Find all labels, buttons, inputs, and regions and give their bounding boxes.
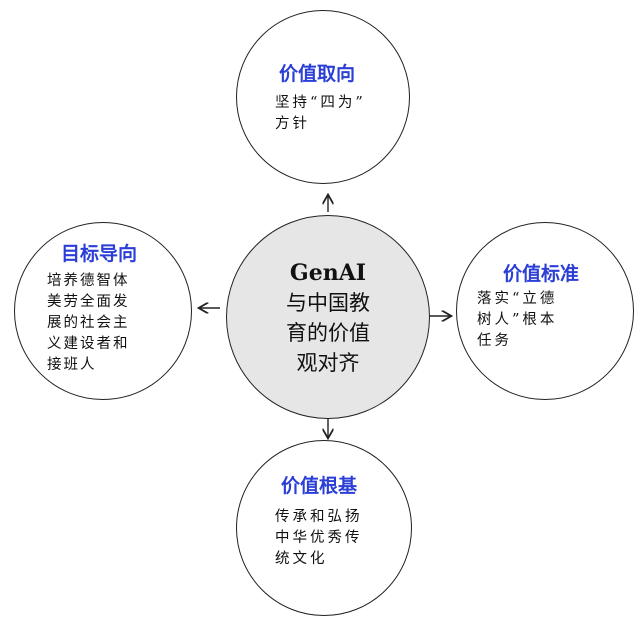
left-node-line: 义建设者和 (47, 336, 130, 352)
left-node: 目标导向 培养德智体 美劳全面发 展的社会主 义建设者和 接班人 (14, 222, 192, 400)
right-node: 价值标准 落实“立德 树人”根本 任务 (456, 222, 634, 400)
bottom-node-line: 传承和弘扬 (275, 509, 363, 525)
top-node-line: 方针 (275, 116, 310, 132)
left-node-line: 展的社会主 (47, 315, 130, 331)
left-node-title: 目标导向 (61, 243, 138, 265)
center-node-text: GenAI 与中国教 育的价值 观对齐 (227, 258, 429, 378)
right-node-line: 落实“立德 (477, 291, 558, 307)
bottom-node-title: 价值根基 (281, 475, 358, 497)
center-node: GenAI 与中国教 育的价值 观对齐 (226, 215, 430, 419)
bottom-node: 价值根基 传承和弘扬 中华优秀传 统文化 (236, 440, 412, 616)
bottom-node-text: 传承和弘扬 中华优秀传 统文化 (275, 507, 363, 570)
right-node-line: 任务 (477, 333, 512, 349)
top-node-text: 坚持“四为” 方针 (275, 93, 366, 135)
top-node-line: 坚持“四为” (275, 95, 366, 111)
left-node-line: 培养德智体 (47, 273, 130, 289)
center-node-title: GenAI (289, 260, 367, 286)
left-node-line: 接班人 (47, 357, 97, 373)
top-node: 价值取向 坚持“四为” 方针 (236, 10, 410, 184)
center-node-line: 观对齐 (296, 351, 360, 375)
top-node-title: 价值取向 (279, 63, 356, 85)
left-node-text: 培养德智体 美劳全面发 展的社会主 义建设者和 接班人 (47, 271, 130, 376)
center-node-line: 育的价值 (286, 321, 370, 345)
bottom-node-line: 中华优秀传 (275, 530, 363, 546)
left-node-line: 美劳全面发 (47, 294, 130, 310)
right-node-text: 落实“立德 树人”根本 任务 (477, 289, 557, 352)
right-node-title: 价值标准 (503, 263, 580, 285)
bottom-node-line: 统文化 (275, 551, 328, 567)
center-node-line: 与中国教 (286, 291, 370, 315)
right-node-line: 树人”根本 (477, 312, 558, 328)
